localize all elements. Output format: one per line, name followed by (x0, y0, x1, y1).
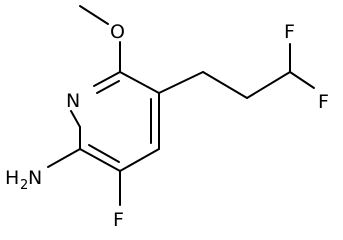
bond-c6-c5 (119, 71, 160, 94)
bond-c3-c2-double (88, 144, 120, 163)
bond-c2-n1 (70, 110, 81, 128)
bond-ch2b-chf2 (246, 71, 291, 99)
bond-ch2a-ch2b (202, 71, 248, 99)
bond-c3-c2 (79, 148, 121, 172)
bond-c4-c3 (119, 148, 160, 172)
bond-chf2-f-right (289, 71, 315, 89)
amine-h-label: H (5, 167, 19, 189)
amine-n-label: N (28, 167, 42, 189)
bond-n1-c6 (93, 71, 121, 87)
oxygen-atom-label: O (110, 21, 125, 43)
bond-n1-c6-double (96, 80, 120, 94)
bond-o-ch3 (79, 5, 109, 25)
bond-c2-nh2 (47, 148, 81, 168)
ring-fluorine-label: F (113, 209, 124, 231)
top-fluorine-label: F (284, 21, 295, 43)
right-fluorine-label: F (318, 91, 329, 113)
bond-c5-ch2a (158, 71, 204, 94)
nitrogen-atom-label: N (66, 90, 80, 112)
amine-subscript-label: 2 (20, 178, 28, 193)
